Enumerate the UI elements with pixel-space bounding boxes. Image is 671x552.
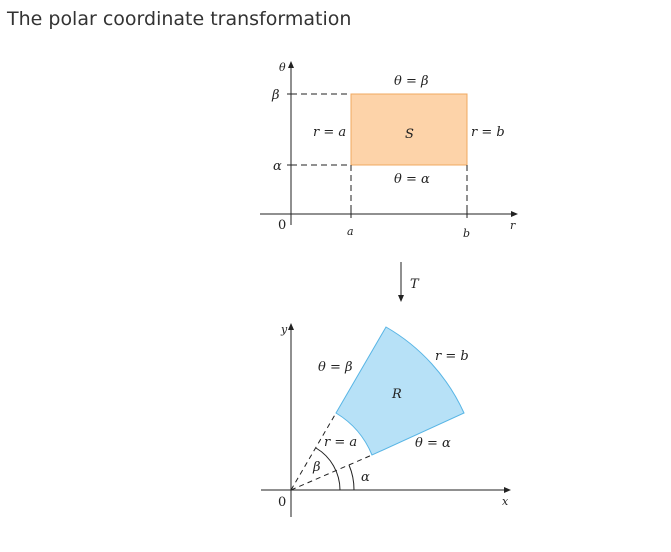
bottom-ray-label: θ = α: [415, 436, 451, 451]
top-ray-label: θ = β: [318, 360, 353, 375]
outer-arc-label: r = b: [435, 349, 469, 364]
inner-arc-label: r = a: [324, 435, 357, 450]
theta-axis-label: θ: [279, 61, 286, 74]
left-edge-label: r = a: [313, 125, 346, 140]
b-tick-label: b: [463, 227, 470, 240]
xy-plane: y x 0 θ = β θ = α r = a r = b R β α: [261, 323, 511, 517]
beta-ray-dashed: [290, 412, 337, 491]
beta-tick-label: β: [271, 88, 280, 103]
region-r-label: R: [391, 387, 402, 402]
a-tick-label: a: [347, 225, 354, 238]
top-origin-label: 0: [278, 218, 286, 233]
x-axis-label: x: [502, 495, 509, 508]
y-axis-label: y: [280, 323, 288, 336]
transform-label: T: [410, 277, 420, 292]
alpha-angle-arc: [348, 464, 355, 491]
r-axis-label: r: [510, 219, 516, 232]
beta-angle-arc: [315, 447, 341, 491]
alpha-ray-dashed: [290, 454, 373, 491]
bottom-origin-label: 0: [278, 495, 286, 510]
region-s: [350, 93, 468, 166]
bottom-edge-label: θ = α: [394, 172, 430, 187]
alpha-angle-label: α: [361, 470, 370, 485]
rtheta-plane: θ r 0 β α a b θ = β θ = α r = a r = b S: [260, 61, 518, 240]
beta-angle-label: β: [312, 460, 321, 475]
alpha-tick-label: α: [273, 159, 282, 174]
region-s-label: S: [405, 127, 414, 142]
top-edge-label: θ = β: [394, 74, 429, 89]
transform-arrow: T: [398, 262, 420, 302]
right-edge-label: r = b: [471, 125, 505, 140]
region-r: [335, 326, 465, 456]
page-title: The polar coordinate transformation: [7, 8, 352, 30]
